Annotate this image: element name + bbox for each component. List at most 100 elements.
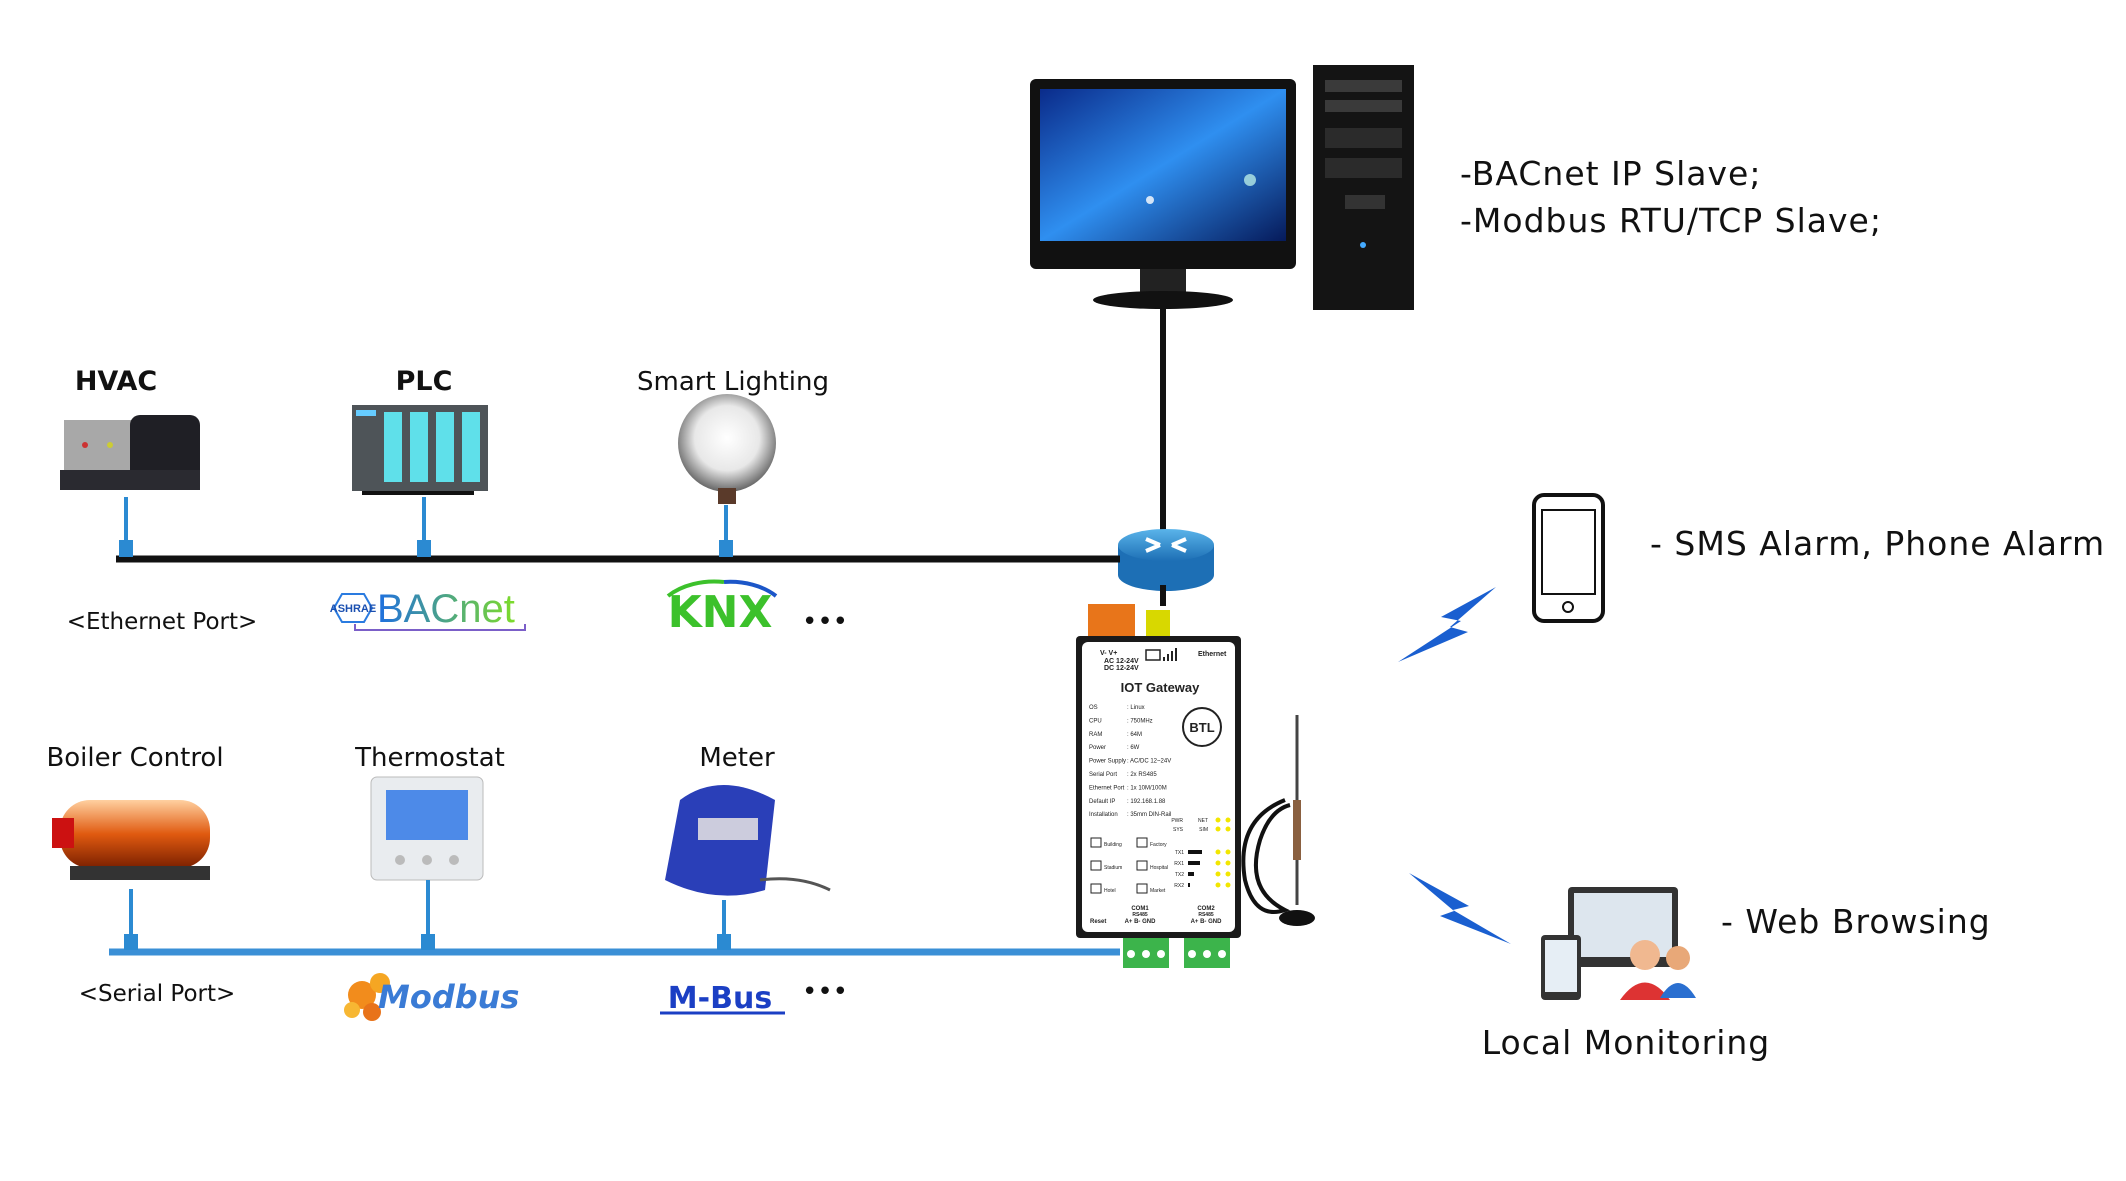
- spec-value: : 6W: [1127, 745, 1140, 751]
- device-label-smart-lighting: Smart Lighting: [637, 367, 829, 397]
- device-label-hvac: HVAC: [75, 366, 157, 397]
- status-led: [1225, 826, 1231, 832]
- ethernet-port-label: <Ethernet Port>: [67, 609, 258, 635]
- led-label: TX2: [1175, 872, 1184, 878]
- app-label: Factory: [1150, 842, 1167, 848]
- status-led: [1215, 817, 1221, 823]
- sms-alarm-label: - SMS Alarm, Phone Alarm: [1650, 524, 2105, 563]
- svg-text:V- V+: V- V+: [1100, 650, 1117, 657]
- mbus-logo: M-Bus: [660, 981, 785, 1016]
- computer-monitor-icon: [1030, 79, 1296, 309]
- modbus-logo: Modbus: [344, 973, 519, 1021]
- wireless-bolt-icon: [1398, 587, 1496, 662]
- svg-text:BACnet: BACnet: [377, 587, 515, 631]
- status-led: [1215, 871, 1221, 877]
- svg-text:AC 12-24V: AC 12-24V: [1104, 658, 1139, 665]
- status-led: [1215, 882, 1221, 888]
- status-led: [1215, 860, 1221, 866]
- smartphone-icon: [1532, 493, 1605, 623]
- svg-text:DC 12-24V: DC 12-24V: [1104, 665, 1139, 672]
- computer-tower-icon: [1313, 65, 1414, 310]
- boiler-icon: [52, 800, 210, 880]
- device-label-plc: PLC: [396, 366, 453, 397]
- led-label: NET: [1198, 818, 1208, 824]
- spec-key: Serial Port: [1089, 772, 1117, 778]
- spec-value: : 35mm DIN-Rail: [1127, 812, 1171, 818]
- svg-text:Ethernet: Ethernet: [1198, 651, 1227, 658]
- svg-text:ASHRAE: ASHRAE: [330, 603, 376, 615]
- server-line-bacnet: -BACnet IP Slave;: [1460, 154, 1761, 193]
- serial-port-label: <Serial Port>: [79, 981, 236, 1007]
- led-label: SYS: [1173, 827, 1184, 833]
- app-market-icon: [1136, 883, 1148, 894]
- ethernet-bus-taps: [119, 497, 733, 557]
- svg-text:RS485: RS485: [1198, 912, 1214, 918]
- web-browsing-label: - Web Browsing: [1721, 902, 1991, 941]
- status-led: [1225, 849, 1231, 855]
- spec-value: : 750MHz: [1127, 718, 1153, 724]
- app-label: Hospital: [1150, 865, 1168, 871]
- spec-value: : 2x RS485: [1127, 772, 1157, 778]
- svg-text:M-Bus: M-Bus: [668, 981, 772, 1016]
- svg-text:RS485: RS485: [1132, 912, 1148, 918]
- spec-key: OS: [1089, 705, 1098, 711]
- led-label: PWR: [1171, 818, 1183, 824]
- bacnet-logo: ASHRAE BACnet: [330, 587, 526, 631]
- serial-bus-taps: [124, 880, 731, 950]
- spec-key: Default IP: [1089, 799, 1115, 805]
- app-label: Hotel: [1104, 888, 1116, 894]
- status-led: [1215, 849, 1221, 855]
- app-label: Market: [1150, 888, 1166, 894]
- server-line-modbus: -Modbus RTU/TCP Slave;: [1460, 201, 1882, 240]
- svg-text:Reset: Reset: [1090, 919, 1106, 925]
- spec-key: Power Supply: [1089, 759, 1126, 765]
- svg-text:BTL: BTL: [1189, 720, 1214, 735]
- status-led: [1225, 817, 1231, 823]
- device-label-boiler-control: Boiler Control: [46, 743, 223, 773]
- device-label-thermostat: Thermostat: [354, 743, 505, 773]
- hvac-chiller-icon: [60, 415, 200, 490]
- knx-logo: KNX: [666, 579, 778, 638]
- gateway-title: IOT Gateway: [1121, 680, 1201, 695]
- spec-key: RAM: [1089, 732, 1102, 738]
- spec-key: CPU: [1089, 718, 1102, 724]
- svg-text:COM1: COM1: [1131, 906, 1149, 912]
- status-led: [1215, 826, 1221, 832]
- spec-value: : 64M: [1127, 732, 1142, 738]
- svg-text:Modbus: Modbus: [378, 978, 519, 1016]
- antenna-icon: [1241, 715, 1315, 926]
- spec-key: Installation: [1089, 812, 1118, 818]
- device-label-meter: Meter: [699, 743, 775, 773]
- signal-icon: [1163, 648, 1177, 661]
- wireless-bolt-icon: [1409, 873, 1511, 944]
- local-monitoring-icon: [1541, 887, 1696, 1000]
- spec-key: Power: [1089, 745, 1106, 751]
- svg-text:KNX: KNX: [668, 587, 773, 638]
- status-led: [1225, 860, 1231, 866]
- app-hospital-icon: [1136, 860, 1148, 871]
- status-led: [1225, 871, 1231, 877]
- app-building-icon: [1090, 837, 1102, 848]
- led-label: RX2: [1174, 883, 1184, 889]
- app-factory-icon: [1136, 837, 1148, 848]
- led-label: SIM: [1199, 827, 1208, 833]
- more-serial-protocols: •••: [802, 977, 848, 1007]
- spec-value: : 1x 10M/100M: [1127, 785, 1167, 791]
- app-label: Stadium: [1104, 865, 1122, 871]
- router-icon: [1118, 529, 1214, 591]
- iot-gateway-device: V- V+ AC 12-24V DC 12-24V Ethernet IOT G…: [1076, 604, 1241, 968]
- more-ethernet-protocols: •••: [802, 607, 848, 637]
- app-stadium-icon: [1090, 860, 1102, 871]
- led-label: TX1: [1175, 850, 1184, 856]
- spec-value: : AC/DC 12~24V: [1127, 759, 1171, 765]
- spec-key: Ethernet Port: [1089, 785, 1125, 791]
- app-hotel-icon: [1090, 883, 1102, 894]
- led-label: RX1: [1174, 861, 1184, 867]
- thermostat-icon: [370, 776, 484, 881]
- spec-value: : 192.168.1.88: [1127, 799, 1166, 805]
- sms-icon: [1145, 649, 1161, 661]
- svg-text:A+ B- GND: A+ B- GND: [1125, 919, 1157, 925]
